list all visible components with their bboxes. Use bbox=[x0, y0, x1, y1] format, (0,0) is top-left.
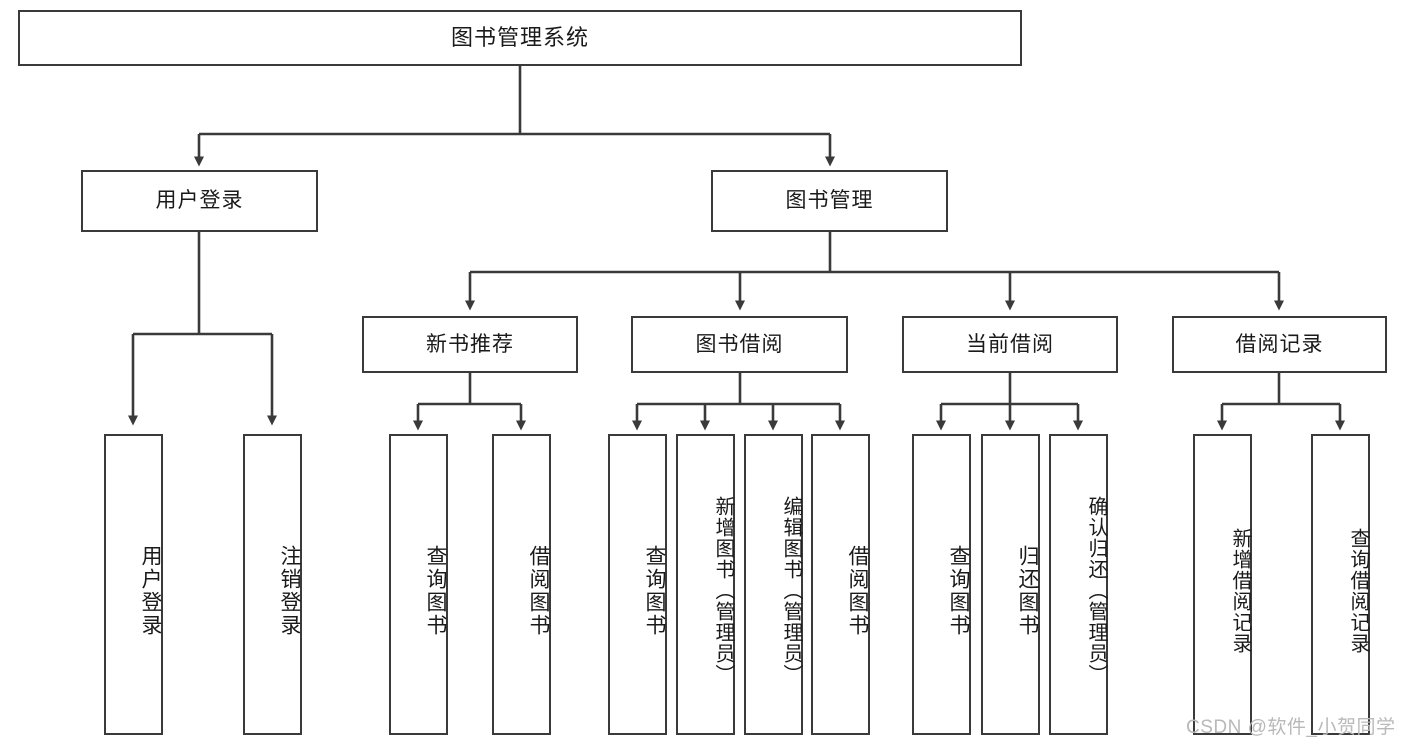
leaf-edit-book-admin[interactable]: 编辑图书（管理员） bbox=[744, 434, 803, 735]
leaf-borrow-book-borrow[interactable]: 借阅图书 bbox=[811, 434, 870, 735]
leaf-query-borrow-record[interactable]: 查询借阅记录 bbox=[1311, 434, 1370, 735]
leaf-return-book[interactable]: 归还图书 bbox=[981, 434, 1040, 735]
node-book-borrow[interactable]: 图书借阅 bbox=[631, 316, 848, 373]
node-new-book-recommend[interactable]: 新书推荐 bbox=[362, 316, 578, 373]
node-root-book-management-system[interactable]: 图书管理系统 bbox=[18, 10, 1022, 66]
leaf-confirm-return-admin[interactable]: 确认归还（管理员） bbox=[1049, 434, 1108, 735]
node-borrow-record[interactable]: 借阅记录 bbox=[1172, 316, 1387, 373]
leaf-borrow-book-recommend[interactable]: 借阅图书 bbox=[492, 434, 551, 735]
leaf-user-login[interactable]: 用户登录 bbox=[104, 434, 163, 735]
node-user-login[interactable]: 用户登录 bbox=[81, 170, 318, 232]
node-current-borrow[interactable]: 当前借阅 bbox=[902, 316, 1118, 373]
node-book-management[interactable]: 图书管理 bbox=[711, 170, 948, 232]
leaf-add-borrow-record[interactable]: 新增借阅记录 bbox=[1193, 434, 1252, 735]
leaf-query-book-borrow[interactable]: 查询图书 bbox=[608, 434, 667, 735]
leaf-user-logout[interactable]: 注销登录 bbox=[243, 434, 302, 735]
leaf-query-book-current[interactable]: 查询图书 bbox=[912, 434, 971, 735]
csdn-watermark: CSDN @软件_小贺同学 bbox=[1186, 717, 1396, 738]
leaf-add-book-admin[interactable]: 新增图书（管理员） bbox=[676, 434, 735, 735]
leaf-query-book-recommend[interactable]: 查询图书 bbox=[389, 434, 448, 735]
